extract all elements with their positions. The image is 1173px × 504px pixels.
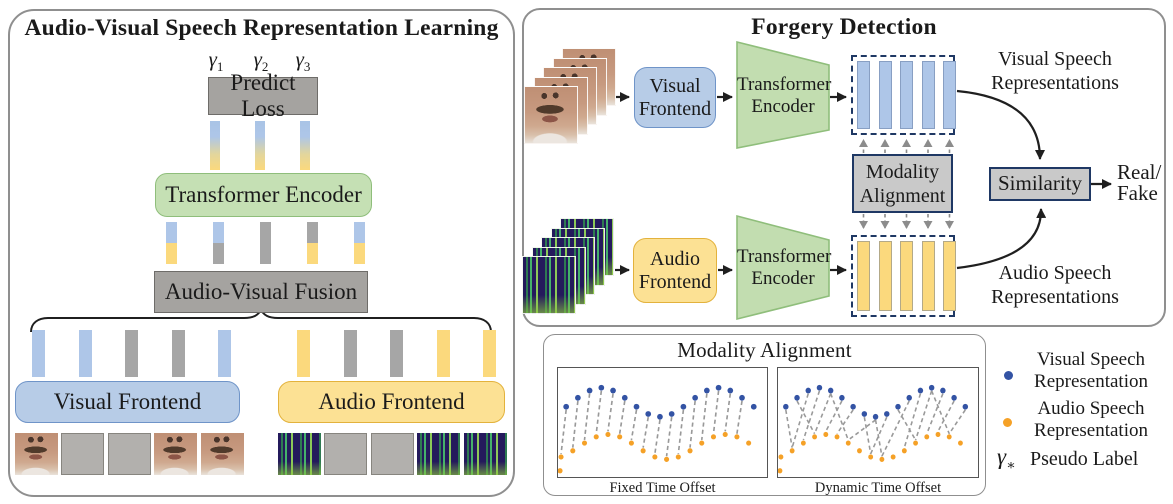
visual-rep-bars bbox=[857, 61, 956, 129]
audio-token-bars bbox=[297, 330, 496, 377]
audio-rep-bars bbox=[857, 241, 956, 311]
token-bar bbox=[218, 330, 231, 377]
face-frames-stack bbox=[524, 48, 620, 145]
token-bar bbox=[343, 330, 357, 377]
token-bar bbox=[921, 241, 935, 311]
spectrogram-image bbox=[278, 433, 321, 475]
spectrogram-image bbox=[417, 433, 461, 475]
audio-rep-legend-label: Audio Speech Representation bbox=[1034, 398, 1148, 442]
modality-alignment-box: Modality Alignment bbox=[852, 154, 953, 213]
token-bar bbox=[213, 222, 224, 264]
audio-reps-label: Audio Speech Representations bbox=[991, 262, 1119, 308]
mouth-frame-image bbox=[200, 433, 244, 475]
token-bar bbox=[354, 222, 365, 264]
token-bar bbox=[483, 330, 496, 377]
fixed-offset-plot bbox=[557, 367, 768, 478]
visual-input-frames bbox=[15, 433, 244, 475]
token-bar bbox=[171, 330, 185, 377]
token-bar bbox=[260, 222, 271, 264]
gamma1-label: γ1 bbox=[208, 47, 224, 75]
visual-frontend-box: Visual Frontend bbox=[15, 381, 240, 423]
visual-frontend-box-fd: Visual Frontend bbox=[634, 67, 716, 128]
real-fake-label: Real/ Fake bbox=[1117, 160, 1162, 205]
audio-input-frames bbox=[278, 433, 507, 475]
gamma3-label: γ3 bbox=[295, 47, 311, 75]
modality-alignment-panel-title: Modality Alignment bbox=[677, 338, 852, 362]
audio-rep-legend-dot bbox=[1003, 418, 1012, 427]
audio-encoder-label: Transformer Encoder bbox=[737, 246, 832, 290]
token-bar bbox=[125, 330, 138, 377]
modality-alignment-panel: Modality Alignment Fixed Time Offset Dyn… bbox=[543, 334, 986, 496]
token-bar bbox=[857, 61, 870, 129]
visual-encoder-label: Transformer Encoder bbox=[737, 74, 832, 118]
token-bar bbox=[210, 121, 220, 170]
masked-frame bbox=[370, 433, 414, 475]
token-bar bbox=[900, 61, 913, 129]
predict-token-bars bbox=[210, 121, 310, 170]
mouth-frame-image bbox=[154, 433, 198, 475]
token-bar bbox=[78, 330, 92, 377]
token-bar bbox=[297, 330, 310, 377]
token-bar bbox=[878, 61, 892, 129]
token-bar bbox=[255, 121, 265, 170]
dynamic-offset-caption: Dynamic Time Offset bbox=[814, 480, 942, 496]
predict-loss-box: Predict Loss bbox=[208, 70, 318, 121]
masked-frame bbox=[61, 433, 105, 475]
token-bar bbox=[900, 241, 913, 311]
dynamic-offset-plot bbox=[777, 367, 979, 478]
visual-reps-label: Visual Speech Representations bbox=[991, 48, 1119, 94]
audio-visual-fusion-box: Audio-Visual Fusion bbox=[154, 271, 368, 313]
visual-rep-legend-label: Visual Speech Representation bbox=[1034, 349, 1148, 393]
spectrogram-frames-stack bbox=[522, 218, 618, 315]
token-bar bbox=[878, 241, 892, 311]
similarity-box: Similarity bbox=[989, 167, 1091, 201]
token-bar bbox=[943, 241, 956, 311]
visual-token-bars bbox=[32, 330, 231, 377]
masked-frame bbox=[324, 433, 368, 475]
transformer-encoder-box: Transformer Encoder bbox=[155, 173, 372, 217]
pseudo-label-legend-symbol: γ∗ bbox=[997, 444, 1016, 474]
audio-frontend-box: Audio Frontend bbox=[278, 381, 505, 423]
token-bar bbox=[857, 241, 870, 311]
pretraining-panel-title: Audio-Visual Speech Representation Learn… bbox=[24, 15, 499, 41]
spectrogram-image bbox=[463, 433, 507, 475]
fused-token-bars bbox=[166, 222, 365, 264]
forgery-detection-title: Forgery Detection bbox=[751, 14, 937, 40]
masked-frame bbox=[107, 433, 151, 475]
mouth-frame-image bbox=[15, 433, 58, 475]
token-bar bbox=[921, 61, 935, 129]
pseudo-label-legend-label: Pseudo Label bbox=[1030, 448, 1139, 470]
token-bar bbox=[390, 330, 403, 377]
audio-frontend-box-fd: Audio Frontend bbox=[633, 238, 717, 303]
gamma2-label: γ2 bbox=[253, 47, 269, 75]
token-bar bbox=[436, 330, 450, 377]
token-bar bbox=[32, 330, 45, 377]
token-bar bbox=[300, 121, 310, 170]
token-bar bbox=[166, 222, 177, 264]
token-bar bbox=[943, 61, 956, 129]
visual-rep-legend-dot bbox=[1004, 371, 1013, 380]
token-bar bbox=[307, 222, 318, 264]
fixed-offset-caption: Fixed Time Offset bbox=[609, 480, 716, 496]
